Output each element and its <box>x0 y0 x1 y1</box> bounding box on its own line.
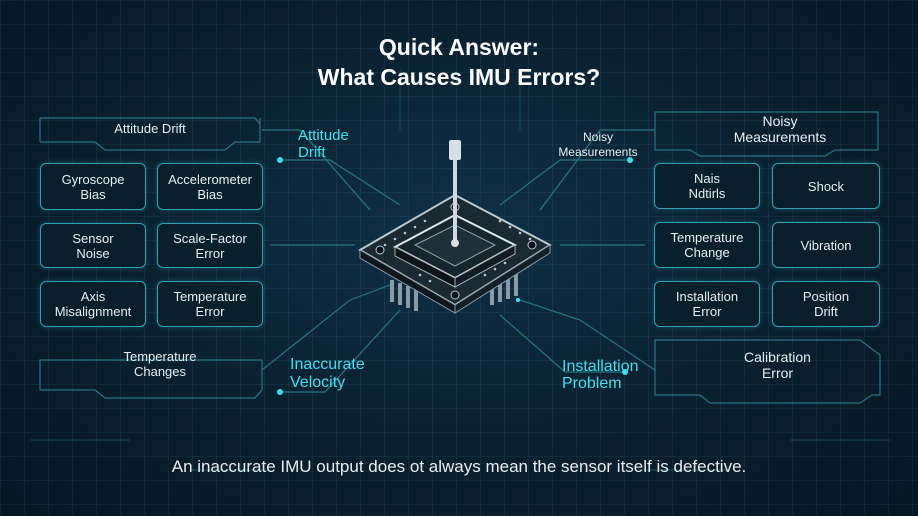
sensor-noise-box: Sensor Noise <box>40 223 146 268</box>
axis-misalignment-box: Axis Misalignment <box>40 281 146 327</box>
left-top-label: Attitude Drift <box>114 121 186 136</box>
installation-problem-label: Installation Problem <box>562 358 639 392</box>
imu-chip-icon <box>358 140 552 314</box>
inaccurate-velocity-label: Inaccurate Velocity <box>290 356 365 391</box>
page-title-line2: What Causes IMU Errors? <box>317 64 601 90</box>
accelerometer-bias-box: Accelerometer Bias <box>157 163 263 210</box>
vibration-box: Vibration <box>772 222 880 268</box>
temperature-change-box: Temperature Change <box>654 222 760 268</box>
attitude-drift-label: Attitude Drift <box>298 127 349 161</box>
gyroscope-bias-box: Gyroscope Bias <box>40 163 146 210</box>
temperature-error-box: Temperature Error <box>157 281 263 327</box>
scale-factor-error-box: Scale-Factor Error <box>157 223 263 268</box>
right-bottom-label: Calibration Error <box>744 349 811 381</box>
installation-error-box: Installation Error <box>654 281 760 327</box>
shock-box: Shock <box>772 163 880 209</box>
noisy-measurements-label: Noisy Measurements <box>558 130 638 159</box>
position-drift-box: Position Drift <box>772 281 880 327</box>
right-top-label: Noisy Measurements <box>733 113 827 145</box>
left-bottom-label: Temperature Changes <box>123 349 197 379</box>
footer-note: An inaccurate IMU output does ot always … <box>171 457 747 476</box>
right-box-1: Nais Ndtirls <box>654 163 760 209</box>
page-title-line1: Quick Answer: <box>378 34 540 60</box>
